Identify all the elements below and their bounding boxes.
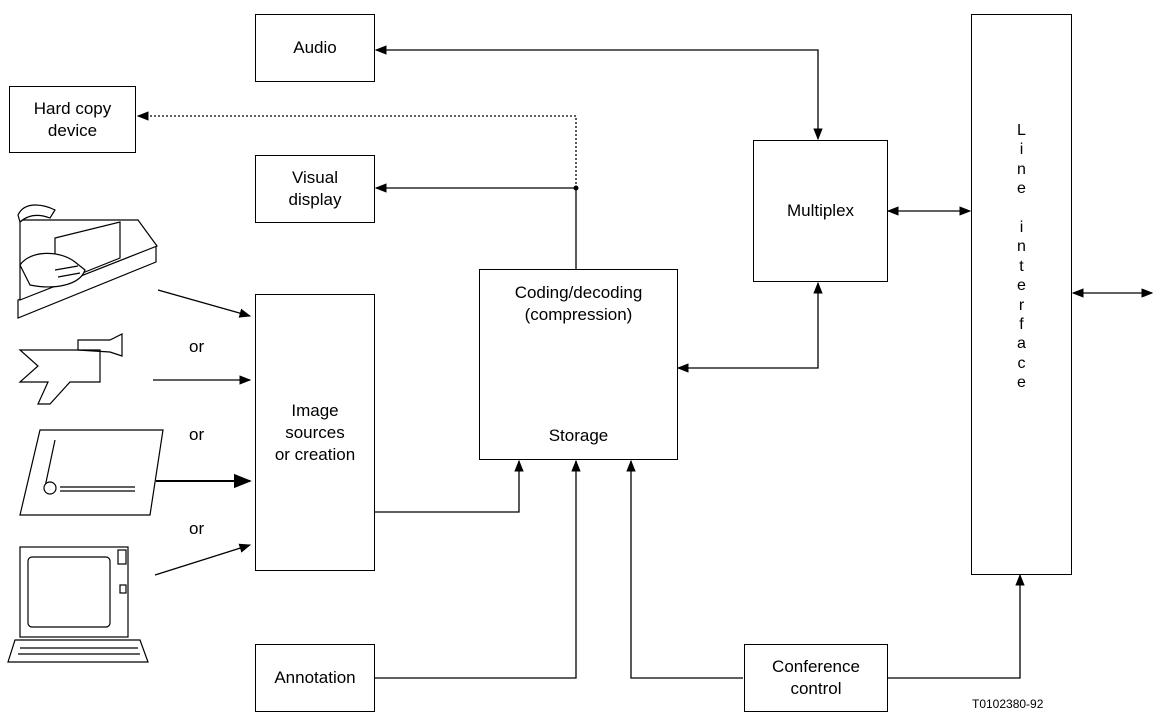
multiplex-box: Multiplex [753, 140, 888, 282]
coding-multiplex-line [676, 281, 823, 373]
multiplex-label: Multiplex [786, 201, 855, 220]
annotation-label: Annotation [274, 668, 356, 687]
image-coding-line [374, 459, 524, 513]
audio-multiplex-line [374, 45, 823, 141]
conference-line-interface-line [888, 573, 1025, 679]
conference-control-label-line2: control [790, 679, 842, 698]
annotation-storage-line [374, 459, 581, 679]
image-sources-box: Image sources or creation [255, 294, 375, 571]
tablet-icon [17, 204, 158, 319]
junction-dot [573, 185, 579, 191]
visual-display-box: Visual display [255, 155, 375, 223]
or-label-1: or [189, 337, 205, 356]
visual-display-label-line2: display [288, 190, 342, 209]
image-sources-label-line3: or creation [274, 444, 356, 464]
coding-decoding-label-line2: (compression) [524, 305, 633, 324]
conference-control-label-line1: Conference [772, 657, 860, 676]
image-sources-label-line1: Image [291, 400, 339, 420]
computer-icon [7, 546, 149, 663]
annotation-box: Annotation [255, 644, 375, 712]
hard-copy-label-line2: device [47, 120, 98, 140]
or-label-2: or [189, 425, 205, 444]
audio-box: Audio [255, 14, 375, 82]
hard-copy-device-box: Hard copy device [9, 86, 136, 153]
conference-control-box: Conference control [744, 644, 888, 712]
line-interface-box: L i n e i n t e r f a c e [971, 14, 1072, 575]
digitizer-icon [19, 429, 164, 516]
tablet-arrow [157, 289, 252, 318]
computer-arrow [154, 543, 252, 576]
line-interface-label: L i n e i n t e r f a c e [1017, 122, 1026, 392]
figure-reference: T0102380-92 [972, 697, 1044, 711]
visual-display-label-line1: Visual [291, 168, 338, 187]
coding-decoding-label-line1: Coding/decoding [514, 283, 643, 302]
hard-copy-label-line1: Hard copy [33, 98, 112, 118]
audio-label: Audio [293, 38, 337, 57]
image-sources-label-line2: sources [285, 422, 345, 442]
storage-label: Storage [548, 426, 609, 445]
coding-decoding-box: Coding/decoding (compression) [479, 269, 678, 460]
hardcopy-dotted-line [136, 111, 577, 188]
or-label-3: or [189, 519, 205, 538]
camera-icon [18, 333, 123, 405]
conference-storage-line [626, 459, 743, 679]
